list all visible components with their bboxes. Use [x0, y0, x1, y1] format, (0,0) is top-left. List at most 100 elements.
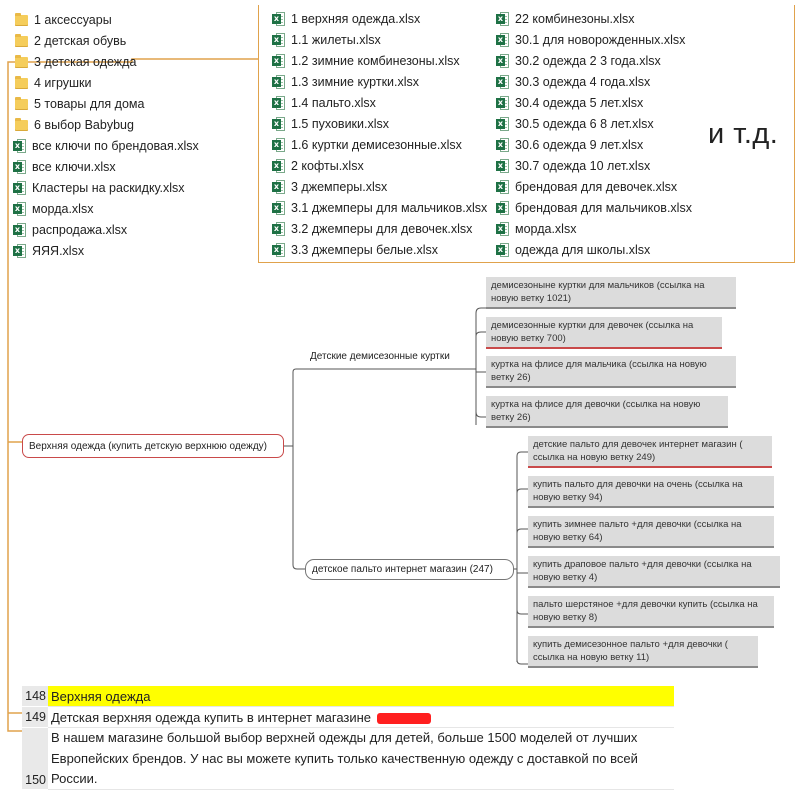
folder-item[interactable]: 3 детская одежда [15, 52, 136, 72]
redaction-mark [377, 713, 432, 725]
row-number[interactable]: 149 [22, 707, 48, 728]
file-label: брендовая для девочек.xlsx [515, 180, 678, 194]
file-label: 30.5 одежда 6 8 лет.xlsx [515, 117, 654, 131]
excel-icon: x [272, 117, 285, 131]
folder-item[interactable]: 4 игрушки [15, 73, 92, 93]
folder-item[interactable]: 5 товары для дома [15, 94, 144, 114]
excel-icon: x [496, 138, 509, 152]
table-cell[interactable]: Детская верхняя одежда купить в интернет… [48, 707, 674, 728]
leaf-node[interactable]: купить демисезонное пальто +для девочки … [528, 636, 758, 668]
leaf-node[interactable]: куртка на флисе для девочки (ссылка на н… [486, 396, 728, 428]
file-label: 30.3 одежда 4 года.xlsx [515, 75, 651, 89]
file-label: одежда для школы.xlsx [515, 243, 651, 257]
leaf-node[interactable]: куртка на флисе для мальчика (ссылка на … [486, 356, 736, 388]
branch-kids-coat-label: детское пальто интернет магазин (247) [312, 564, 493, 575]
file-label: 1 верхняя одежда.xlsx [291, 12, 421, 26]
folder-icon [15, 75, 28, 89]
file-label: 1.6 куртки демисезонные.xlsx [291, 138, 462, 152]
leaf-node[interactable]: демисезонные куртки для девочек (ссылка … [486, 317, 722, 349]
table-cell[interactable]: Верхняя одежда [48, 686, 674, 707]
file-item[interactable]: x все ключи по брендовая.xlsx [13, 136, 199, 156]
leaf-node[interactable]: демисезоныне куртки для мальчиков (ссылк… [486, 277, 736, 309]
file-item[interactable]: x Кластеры на раскидку.xlsx [13, 178, 185, 198]
file-item[interactable]: x 30.7 одежда 10 лет.xlsx [496, 156, 650, 176]
folder-icon [15, 12, 28, 26]
file-item[interactable]: x 30.2 одежда 2 3 года.xlsx [496, 51, 661, 71]
row-number[interactable]: 148 [22, 686, 48, 707]
file-item[interactable]: x ЯЯЯ.xlsx [13, 241, 84, 261]
leaf-node[interactable]: купить пальто для девочки на очень (ссыл… [528, 476, 774, 508]
branch-demiseason-jackets[interactable]: Детские демисезонные куртки [310, 351, 450, 362]
file-label: распродажа.xlsx [32, 223, 128, 237]
leaf-node[interactable]: детские пальто для девочек интернет мага… [528, 436, 772, 468]
excel-icon: x [496, 33, 509, 47]
file-item[interactable]: x все ключи.xlsx [13, 157, 116, 177]
leaf-node[interactable]: купить зимнее пальто +для девочки (ссылк… [528, 516, 774, 548]
leaf-node[interactable]: купить драповое пальто +для девочки (ссы… [528, 556, 780, 588]
mindmap-connectors [284, 307, 528, 665]
file-label: 3.2 джемперы для девочек.xlsx [291, 222, 473, 236]
row-number[interactable]: 150 [22, 728, 48, 790]
file-label: все ключи по брендовая.xlsx [32, 139, 199, 153]
excel-icon: x [496, 54, 509, 68]
folder-label: 5 товары для дома [34, 97, 145, 111]
table-row: 150 В нашем магазине большой выбор верхн… [22, 728, 674, 790]
folder-label: 2 детская обувь [34, 34, 127, 48]
file-item[interactable]: x 1 верхняя одежда.xlsx [272, 9, 420, 29]
excel-icon: x [496, 222, 509, 236]
file-item[interactable]: x 1.4 пальто.xlsx [272, 93, 376, 113]
excel-icon: x [496, 180, 509, 194]
file-item[interactable]: x морда.xlsx [13, 199, 93, 219]
excel-icon: x [272, 201, 285, 215]
folder-contents-panel [258, 5, 795, 263]
file-label: 30.2 одежда 2 3 года.xlsx [515, 54, 661, 68]
file-item[interactable]: x 22 комбинезоны.xlsx [496, 9, 635, 29]
folder-icon [15, 96, 28, 110]
excel-icon: x [496, 12, 509, 26]
leaf-node[interactable]: пальто шерстяное +для девочки купить (сс… [528, 596, 774, 628]
folder-item[interactable]: 6 выбор Babybug [15, 115, 134, 135]
excel-icon: x [496, 159, 509, 173]
file-label: 30.7 одежда 10 лет.xlsx [515, 159, 651, 173]
file-label: 3 джемперы.xlsx [291, 180, 388, 194]
excel-icon: x [272, 96, 285, 110]
excel-icon: x [272, 12, 285, 26]
table-row: 149 Детская верхняя одежда купить в инте… [22, 707, 674, 728]
file-item[interactable]: x распродажа.xlsx [13, 220, 127, 240]
mindmap-root-node[interactable]: Верхняя одежда (купить детскую верхнюю о… [22, 434, 284, 458]
cell-text: Детская верхняя одежда купить в интернет… [51, 710, 372, 725]
branch-kids-coat-node[interactable]: детское пальто интернет магазин (247) [305, 559, 514, 580]
table-cell[interactable]: В нашем магазине большой выбор верхней о… [48, 728, 674, 790]
file-label: 22 комбинезоны.xlsx [515, 12, 635, 26]
folder-item[interactable]: 1 аксессуары [15, 10, 112, 30]
file-label: 1.2 зимние комбинезоны.xlsx [291, 54, 460, 68]
file-item[interactable]: x брендовая для девочек.xlsx [496, 177, 677, 197]
folder-icon [15, 117, 28, 131]
file-label: брендовая для мальчиков.xlsx [515, 201, 692, 215]
etc-annotation: и т.д. [708, 118, 779, 150]
folder-item[interactable]: 2 детская обувь [15, 31, 126, 51]
excel-icon: x [13, 244, 26, 258]
file-label: морда.xlsx [32, 202, 94, 216]
file-label: 1.4 пальто.xlsx [291, 96, 376, 110]
file-label: 2 кофты.xlsx [291, 159, 364, 173]
